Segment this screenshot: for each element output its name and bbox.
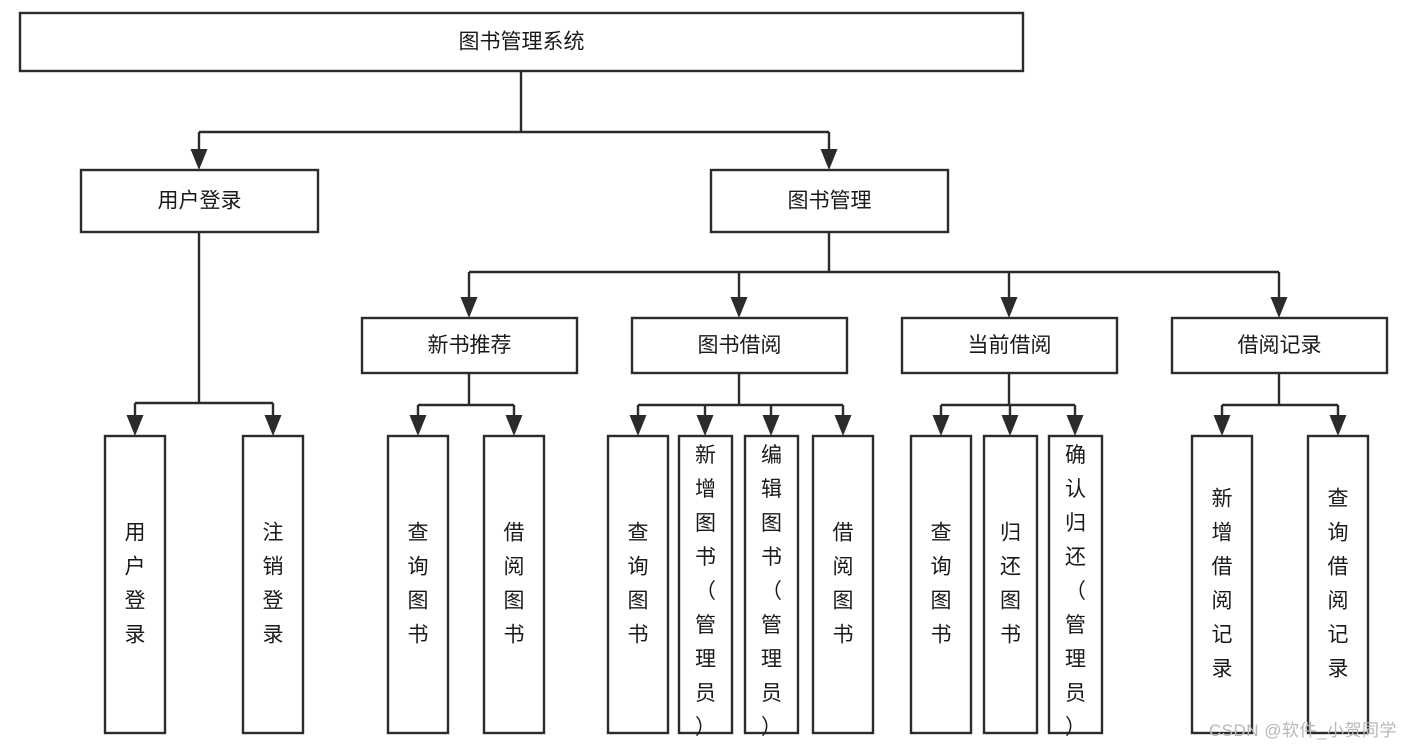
arrow-head-icon [460, 297, 478, 318]
node-label-leaf-edit-book: 编辑图书（管理员） [761, 444, 782, 739]
node-user-login[interactable]: 用户登录 [79, 168, 320, 234]
node-label-new-book-recommend: 新书推荐 [428, 334, 512, 357]
node-label-leaf-confirm-return: 确认归还（管理员） [1065, 444, 1086, 739]
node-leaf-add-book[interactable]: 新增图书（管理员） [677, 434, 734, 739]
arrow-head-icon [834, 415, 852, 436]
node-borrow-record[interactable]: 借阅记录 [1170, 316, 1389, 375]
node-box-leaf-edit-book[interactable] [743, 434, 800, 735]
node-box-borrow-record[interactable] [1170, 316, 1389, 375]
node-box-current-borrow[interactable] [900, 316, 1119, 375]
node-leaf-edit-book[interactable]: 编辑图书（管理员） [743, 434, 800, 739]
node-box-user-login[interactable] [79, 168, 320, 234]
node-box-book-borrow[interactable] [630, 316, 849, 375]
node-box-leaf-user-logout[interactable] [241, 434, 305, 735]
arrow-head-icon [126, 415, 144, 436]
node-leaf-query-book-2[interactable]: 查询图书 [606, 434, 670, 735]
node-leaf-confirm-return[interactable]: 确认归还（管理员） [1047, 434, 1104, 739]
node-box-new-book-recommend[interactable] [360, 316, 579, 375]
node-new-book-recommend[interactable]: 新书推荐 [360, 316, 579, 375]
arrow-head-icon [264, 415, 282, 436]
node-root[interactable]: 图书管理系统 [18, 11, 1025, 73]
node-current-borrow[interactable]: 当前借阅 [900, 316, 1119, 375]
node-box-leaf-borrow-book-2[interactable] [811, 434, 875, 735]
watermark-text: CSDN @软件_小贺同学 [1208, 721, 1397, 740]
arrow-head-icon [762, 415, 780, 436]
node-label-leaf-query-book-1: 查询图书 [408, 522, 429, 647]
node-label-book-borrow: 图书借阅 [698, 334, 782, 357]
node-leaf-query-book-1[interactable]: 查询图书 [386, 434, 450, 735]
node-box-leaf-query-book-2[interactable] [606, 434, 670, 735]
node-book-borrow[interactable]: 图书借阅 [630, 316, 849, 375]
arrow-head-icon [1270, 297, 1288, 318]
node-book-manage[interactable]: 图书管理 [709, 168, 950, 234]
node-leaf-borrow-book-1[interactable]: 借阅图书 [482, 434, 546, 735]
arrow-head-icon [1000, 297, 1018, 318]
node-box-leaf-query-record[interactable] [1306, 434, 1370, 735]
node-box-leaf-add-book[interactable] [677, 434, 734, 735]
arrow-head-icon [1001, 415, 1019, 436]
arrow-head-icon [1329, 415, 1347, 436]
node-label-leaf-user-logout: 注销登录 [263, 522, 284, 647]
node-label-leaf-borrow-book-1: 借阅图书 [504, 522, 525, 647]
node-label-user-login: 用户登录 [158, 190, 242, 213]
nodes-layer: 图书管理系统用户登录图书管理新书推荐图书借阅当前借阅借阅记录用户登录注销登录查询… [18, 11, 1389, 739]
node-label-leaf-user-login: 用户登录 [125, 522, 146, 647]
node-box-leaf-return-book[interactable] [982, 434, 1039, 735]
node-label-leaf-query-record: 查询借阅记录 [1328, 488, 1349, 681]
node-box-leaf-query-book-3[interactable] [909, 434, 973, 735]
node-leaf-user-logout[interactable]: 注销登录 [241, 434, 305, 735]
node-box-leaf-add-record[interactable] [1190, 434, 1254, 735]
arrow-head-icon [696, 415, 714, 436]
node-leaf-query-record[interactable]: 查询借阅记录 [1306, 434, 1370, 735]
node-label-current-borrow: 当前借阅 [968, 334, 1052, 357]
node-label-book-manage: 图书管理 [788, 190, 872, 213]
arrow-head-icon [505, 415, 523, 436]
node-label-root: 图书管理系统 [459, 31, 585, 54]
node-label-leaf-add-record: 新增借阅记录 [1212, 488, 1233, 681]
node-label-leaf-query-book-2: 查询图书 [628, 522, 649, 647]
node-box-leaf-user-login[interactable] [103, 434, 167, 735]
node-leaf-query-book-3[interactable]: 查询图书 [909, 434, 973, 735]
connectors-layer [126, 71, 1347, 436]
node-label-borrow-record: 借阅记录 [1238, 334, 1322, 357]
node-leaf-user-login[interactable]: 用户登录 [103, 434, 167, 735]
node-leaf-add-record[interactable]: 新增借阅记录 [1190, 434, 1254, 735]
arrow-head-icon [730, 297, 748, 318]
node-label-leaf-query-book-3: 查询图书 [931, 522, 952, 647]
node-leaf-borrow-book-2[interactable]: 借阅图书 [811, 434, 875, 735]
node-label-leaf-add-book: 新增图书（管理员） [695, 444, 716, 739]
arrow-head-icon [1066, 415, 1084, 436]
arrow-head-icon [409, 415, 427, 436]
node-label-leaf-borrow-book-2: 借阅图书 [833, 522, 854, 647]
node-leaf-return-book[interactable]: 归还图书 [982, 434, 1039, 735]
node-box-root[interactable] [18, 11, 1025, 73]
node-box-book-manage[interactable] [709, 168, 950, 234]
arrow-head-icon [932, 415, 950, 436]
node-box-leaf-borrow-book-1[interactable] [482, 434, 546, 735]
arrow-head-icon [190, 149, 208, 170]
arrow-head-icon [629, 415, 647, 436]
arrow-head-icon [820, 149, 838, 170]
node-label-leaf-return-book: 归还图书 [1000, 522, 1021, 647]
node-box-leaf-query-book-1[interactable] [386, 434, 450, 735]
node-box-leaf-confirm-return[interactable] [1047, 434, 1104, 735]
arrow-head-icon [1213, 415, 1231, 436]
